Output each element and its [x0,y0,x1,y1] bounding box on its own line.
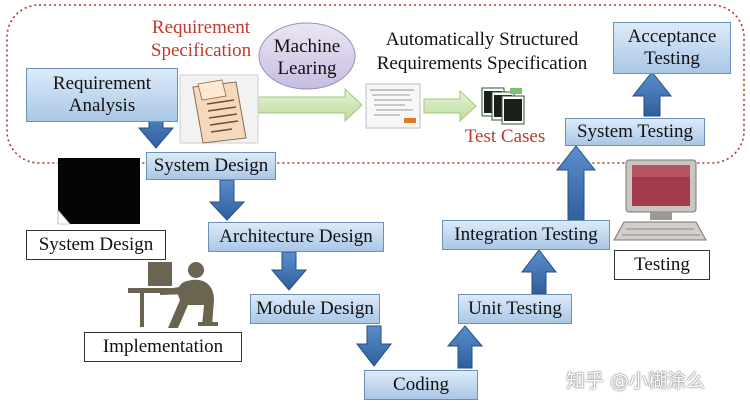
test-cases-label: Test Cases [464,126,546,147]
arrow-system-to-acceptance-testing [631,71,673,117]
machine-learning-ellipse [258,22,356,90]
system-design-image [58,158,140,224]
arrow-system-to-architecture-design [208,179,246,221]
green-arrow-auto-to-tests [423,89,477,123]
arrow-coding-to-unit-testing [446,325,484,369]
testing-caption: Testing [614,250,710,280]
coding-box: Coding [364,370,478,400]
integration-testing-box: Integration Testing [442,220,610,250]
requirements-region-border [6,4,745,164]
structured-spec-document-icon [365,83,421,129]
arrow-integration-to-system-testing [555,145,597,222]
system-design-box: System Design [146,152,276,180]
programmer-icon [128,262,218,328]
implementation-caption: Implementation [84,332,242,362]
auto-structured-spec-label: Automatically Structured Requirements Sp… [376,29,588,74]
acceptance-testing-box: Acceptance Testing [613,22,731,74]
unit-testing-box: Unit Testing [458,294,572,324]
document-icon [179,74,259,144]
module-design-box: Module Design [250,294,380,324]
watermark-text: 知乎 @小糊涂么 [566,370,706,392]
architecture-design-box: Architecture Design [208,222,384,252]
machine-learning-label: Machine Learing [273,36,341,79]
requirement-specification-label: Requirement Specification [150,17,252,61]
page-curl-icon [57,209,71,225]
arrow-architecture-to-module-design [270,251,308,291]
system-testing-box: System Testing [565,118,705,146]
computer-icon [613,159,707,241]
arrow-module-design-to-coding [355,325,393,367]
system-design-caption: System Design [26,230,166,260]
requirement-analysis-box: Requirement Analysis [26,68,178,122]
arrow-unit-to-integration-testing [520,249,558,295]
test-cases-icon [481,87,525,125]
